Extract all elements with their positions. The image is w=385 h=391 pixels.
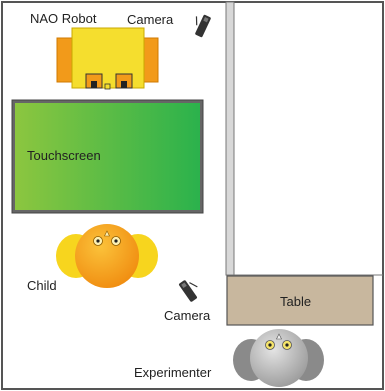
- nao-robot-figure: [56, 27, 159, 90]
- child-label: Child: [27, 278, 57, 293]
- experimenter-figure: [233, 329, 324, 387]
- child-body: [75, 224, 139, 288]
- experimenter-label: Experimenter: [134, 365, 212, 380]
- partition-wall: [225, 1, 235, 276]
- robot-body: [71, 27, 145, 89]
- table-surface: [226, 275, 374, 326]
- camera-bottom-label: Camera: [164, 308, 211, 323]
- nao-robot-label: NAO Robot: [30, 11, 97, 26]
- touchscreen-label: Touchscreen: [27, 148, 101, 163]
- touchscreen-display: [15, 103, 200, 210]
- experimenter-body: [250, 329, 308, 387]
- table-label: Table: [280, 294, 312, 309]
- camera-top-label: Camera: [127, 12, 174, 27]
- child-figure: [56, 224, 158, 288]
- camera-bottom-icon: [179, 280, 198, 302]
- camera-top-icon: [195, 14, 211, 38]
